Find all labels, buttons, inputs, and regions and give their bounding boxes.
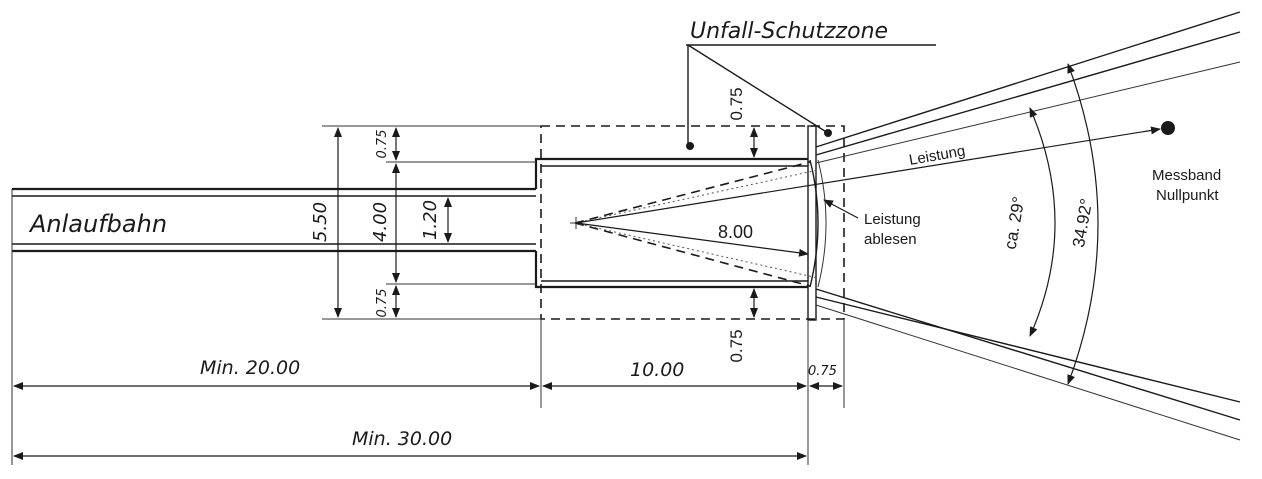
dim-margin-bottom: 0.75 bbox=[375, 289, 390, 318]
read-leader bbox=[823, 199, 859, 219]
safety-zone-outline bbox=[540, 125, 845, 320]
sector-lines bbox=[815, 11, 1241, 441]
dim-zone-bottom: 0.75 bbox=[727, 329, 746, 362]
tape-zero-dot bbox=[1161, 121, 1175, 135]
angle-arc-inner bbox=[1029, 107, 1056, 337]
read-label-line2: ablesen bbox=[864, 231, 917, 248]
read-label-line1: Leistung bbox=[864, 211, 921, 228]
dim-board: 0.75 bbox=[808, 364, 837, 379]
throwing-circle bbox=[534, 125, 827, 321]
runway bbox=[11, 187, 536, 253]
dim-zone-top: 0.75 bbox=[727, 87, 746, 120]
title-leader bbox=[686, 44, 936, 150]
dim-margin-top: 0.75 bbox=[375, 130, 390, 159]
dim-radius: 8.00 bbox=[718, 222, 753, 242]
dim-lane-width: 1.20 bbox=[420, 200, 441, 240]
angle-inner-label: ca. 29° bbox=[1001, 195, 1029, 251]
title-label: Unfall-Schutzzone bbox=[690, 19, 888, 44]
length-dimensions bbox=[11, 251, 845, 465]
dim-inner-width: 4.00 bbox=[370, 202, 391, 242]
dim-total-width: 5.50 bbox=[310, 202, 331, 242]
tape-label-line2: Nullpunkt bbox=[1156, 187, 1219, 204]
dim-min-total: Min. 30.00 bbox=[352, 428, 452, 450]
tape-label-line1: Messband bbox=[1152, 167, 1221, 184]
dim-length: 10.00 bbox=[630, 359, 684, 381]
angle-arc-outer bbox=[1067, 63, 1099, 385]
sector-rays bbox=[570, 126, 1161, 287]
width-dimensions bbox=[322, 125, 541, 320]
runway-label: Anlaufbahn bbox=[28, 210, 167, 238]
angle-outer-label: 34.92° bbox=[1069, 197, 1096, 249]
dim-min-runway: Min. 20.00 bbox=[200, 357, 300, 379]
